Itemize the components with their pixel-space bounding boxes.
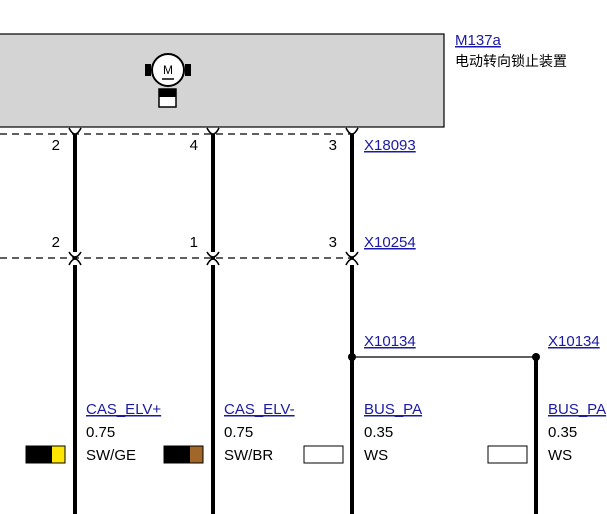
- wire-4-gauge: 0.35: [548, 424, 577, 441]
- x18093-pin-2: 4: [190, 137, 198, 154]
- wire-1-color-swatch: [25, 445, 66, 464]
- splice-node-left: [348, 353, 356, 361]
- pin-caps-bottom: [68, 251, 359, 266]
- wire-3-color-swatch: [303, 445, 344, 464]
- x10254-pin-3: 3: [329, 234, 337, 251]
- splice-node-right: [532, 353, 540, 361]
- component-id-link[interactable]: M137a: [455, 32, 502, 49]
- wire-4-color-swatch: [487, 445, 528, 464]
- x18093-pin-1: 2: [52, 137, 60, 154]
- wire-3-color-code: WS: [364, 447, 388, 464]
- component-box: [0, 33, 445, 128]
- wire-4-signal-link[interactable]: BUS_PA: [548, 401, 606, 418]
- wire-2-color-swatch: [163, 445, 204, 464]
- wire-2-signal-link[interactable]: CAS_ELV-: [224, 401, 295, 418]
- wire-2-gauge: 0.75: [224, 424, 253, 441]
- x10134-right-link[interactable]: X10134: [548, 333, 600, 350]
- motor-icon: M: [145, 53, 191, 87]
- wire-1-gauge: 0.75: [86, 424, 115, 441]
- x10254-link[interactable]: X10254: [364, 234, 416, 251]
- wire-3-signal-link[interactable]: BUS_PA: [364, 401, 422, 418]
- wire-3-gauge: 0.35: [364, 424, 393, 441]
- pin-caps-top: [68, 127, 359, 135]
- x18093-pin-3: 3: [329, 137, 337, 154]
- wire-4-color-code: WS: [548, 447, 572, 464]
- component-name: 电动转向锁止装置: [455, 54, 567, 70]
- x10254-pin-1: 2: [52, 234, 60, 251]
- connector-symbol-icon: [158, 88, 177, 108]
- motor-icon-label: M: [163, 63, 173, 77]
- x10134-left-link[interactable]: X10134: [364, 333, 416, 350]
- wire-1-signal-link[interactable]: CAS_ELV+: [86, 401, 161, 418]
- wire-2-color-code: SW/BR: [224, 447, 273, 464]
- x10254-pin-2: 1: [190, 234, 198, 251]
- wire-1-color-code: SW/GE: [86, 447, 136, 464]
- x18093-link[interactable]: X18093: [364, 137, 416, 154]
